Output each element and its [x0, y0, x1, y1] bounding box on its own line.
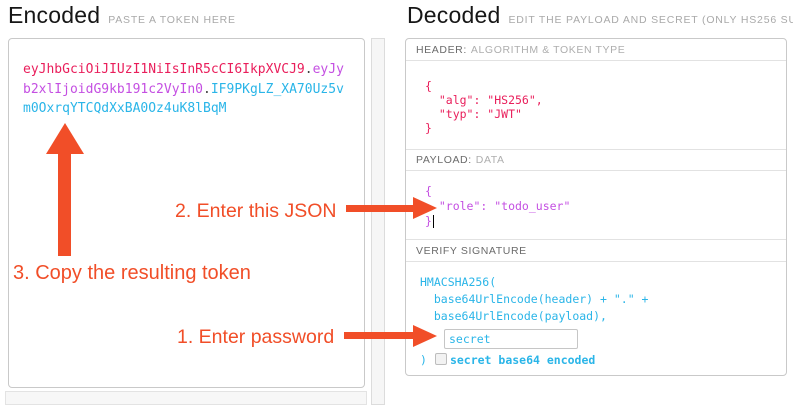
code-line: ) secret base64 encoded	[420, 352, 786, 369]
token-line: eyJhbGciOiJIUzI1NiIsInR5cCI6IkpXVCJ9.eyJ…	[23, 60, 350, 80]
annotation-arrow-right-head-icon	[413, 325, 437, 347]
code-line: "alg": "HS256",	[425, 93, 543, 107]
token-signature-segment: m0OxrqYTCQdXxBA0Oz4uK8lBqM	[23, 101, 227, 116]
jwt-token-text: eyJhbGciOiJIUzI1NiIsInR5cCI6IkpXVCJ9.eyJ…	[9, 39, 364, 119]
token-separator-dot: .	[304, 62, 313, 77]
token-separator-dot: .	[203, 81, 211, 97]
code-line: }	[425, 121, 432, 135]
base64-checkbox[interactable]	[434, 353, 447, 365]
annotation-arrow-up-head-icon	[46, 123, 84, 154]
header-label-rest: ALGORITHM & TOKEN TYPE	[470, 43, 626, 56]
annotation-arrow-right-head-icon	[413, 197, 437, 219]
text-cursor	[432, 215, 435, 228]
payload-section-label: PAYLOAD: DATA	[406, 150, 786, 171]
token-payload-segment: eyJy	[312, 62, 344, 77]
encoded-title: Encoded	[8, 2, 101, 28]
token-signature-segment: IF9PKgLZ_XA70Uz5v	[210, 81, 344, 97]
code-line: base64UrlEncode(payload),	[420, 309, 607, 323]
vertical-scrollbar[interactable]	[371, 38, 385, 405]
encoded-subtitle: PASTE A TOKEN HERE	[108, 14, 236, 26]
decoded-panel: HEADER: ALGORITHM & TOKEN TYPE { "alg": …	[405, 38, 787, 376]
signature-section-label: VERIFY SIGNATURE	[406, 240, 786, 262]
annotation-step1: 1. Enter password	[177, 326, 335, 348]
decoded-title: Decoded	[407, 2, 501, 28]
code-line: "role": "todo_user"	[425, 199, 571, 213]
header-section-label: HEADER: ALGORITHM & TOKEN TYPE	[406, 39, 786, 61]
payload-label-strong: PAYLOAD:	[416, 154, 472, 166]
decoded-header: Decoded EDIT THE PAYLOAD AND SECRET (ONL…	[407, 2, 793, 29]
annotation-step2: 2. Enter this JSON	[175, 200, 337, 222]
annotation-step3: 3. Copy the resulting token	[13, 262, 251, 284]
token-line: b2xlIjoidG9kb191c2VyIn0.IF9PKgLZ_XA70Uz5…	[23, 80, 350, 100]
token-header-segment: eyJhbGciOiJIUzI1NiIsInR5cCI6IkpXVCJ9	[23, 62, 305, 77]
code-line: {	[425, 184, 432, 198]
encoded-header: Encoded PASTE A TOKEN HERE	[8, 2, 236, 29]
code-line: }	[425, 214, 786, 229]
annotation-arrow-right-shaft	[346, 205, 414, 212]
header-label-strong: HEADER:	[416, 43, 467, 56]
secret-input[interactable]	[444, 329, 578, 349]
close-paren: )	[420, 353, 427, 367]
code-line: "typ": "JWT"	[425, 107, 522, 121]
horizontal-scrollbar[interactable]	[5, 391, 367, 405]
code-line: {	[425, 79, 432, 93]
token-payload-segment: b2xlIjoidG9kb191c2VyIn0	[23, 81, 204, 97]
token-line: m0OxrqYTCQdXxBA0Oz4uK8lBqM	[23, 99, 350, 119]
code-line: base64UrlEncode(header) + "." +	[420, 292, 649, 306]
code-line: HMACSHA256(	[420, 275, 497, 289]
signature-label-text: VERIFY SIGNATURE	[416, 244, 527, 257]
annotation-arrow-right-shaft	[344, 332, 414, 339]
decoded-subtitle: EDIT THE PAYLOAD AND SECRET (ONLY HS256 …	[508, 14, 793, 26]
header-json-editor[interactable]: { "alg": "HS256", "typ": "JWT" }	[406, 61, 786, 150]
payload-label-rest: DATA	[475, 154, 505, 166]
signature-editor: HMACSHA256( base64UrlEncode(header) + ".…	[406, 262, 786, 369]
code-line-text: }	[425, 214, 432, 228]
base64-checkbox-label[interactable]: secret base64 encoded	[449, 353, 596, 367]
annotation-arrow-up-shaft	[58, 152, 71, 256]
payload-json-editor[interactable]: { "role": "todo_user" }	[406, 171, 786, 240]
